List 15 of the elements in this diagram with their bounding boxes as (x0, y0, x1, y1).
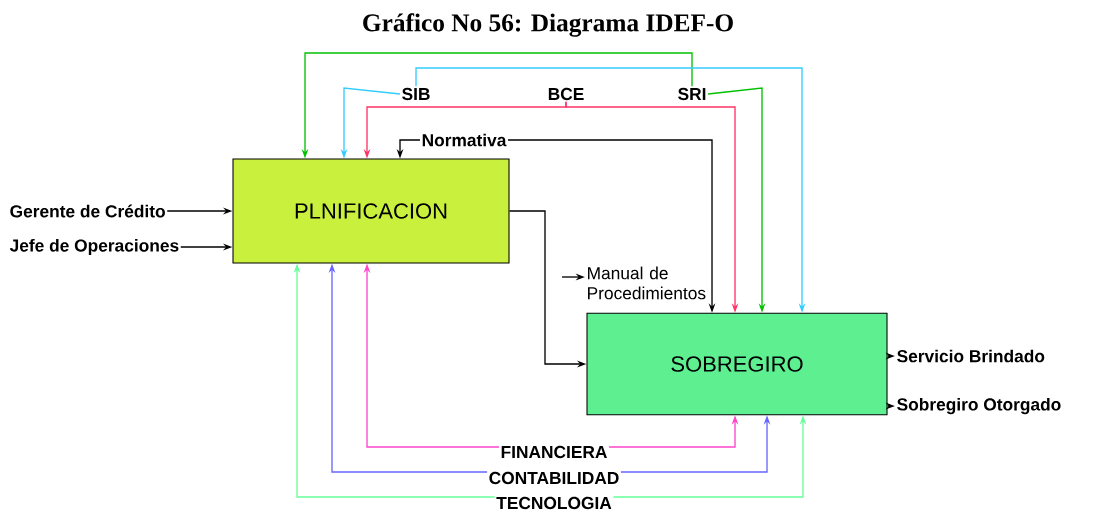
process-box: SOBREGIRO (586, 312, 888, 416)
node-label: SIB (402, 87, 430, 101)
node-label: Manual de Procedimientos (588, 266, 706, 300)
node-label: Jefe de Operaciones (9, 238, 179, 256)
title: Gráfico No 56: Diagrama IDEF-O (363, 13, 733, 37)
process-box: PLNIFICACION (232, 158, 510, 264)
node-label: SRI (678, 87, 706, 101)
node-label: BCE (548, 87, 584, 101)
node-label: TECNOLOGIA (496, 496, 612, 510)
node-label: Normativa (422, 133, 507, 147)
node-label: Sobregiro Otorgado (897, 397, 1061, 415)
node-label: Servicio Brindado (897, 349, 1045, 363)
node-label: Gerente de Crédito (10, 204, 165, 218)
node-label: CONTABILIDAD (489, 471, 619, 485)
node-label: FINANCIERA (501, 445, 607, 459)
